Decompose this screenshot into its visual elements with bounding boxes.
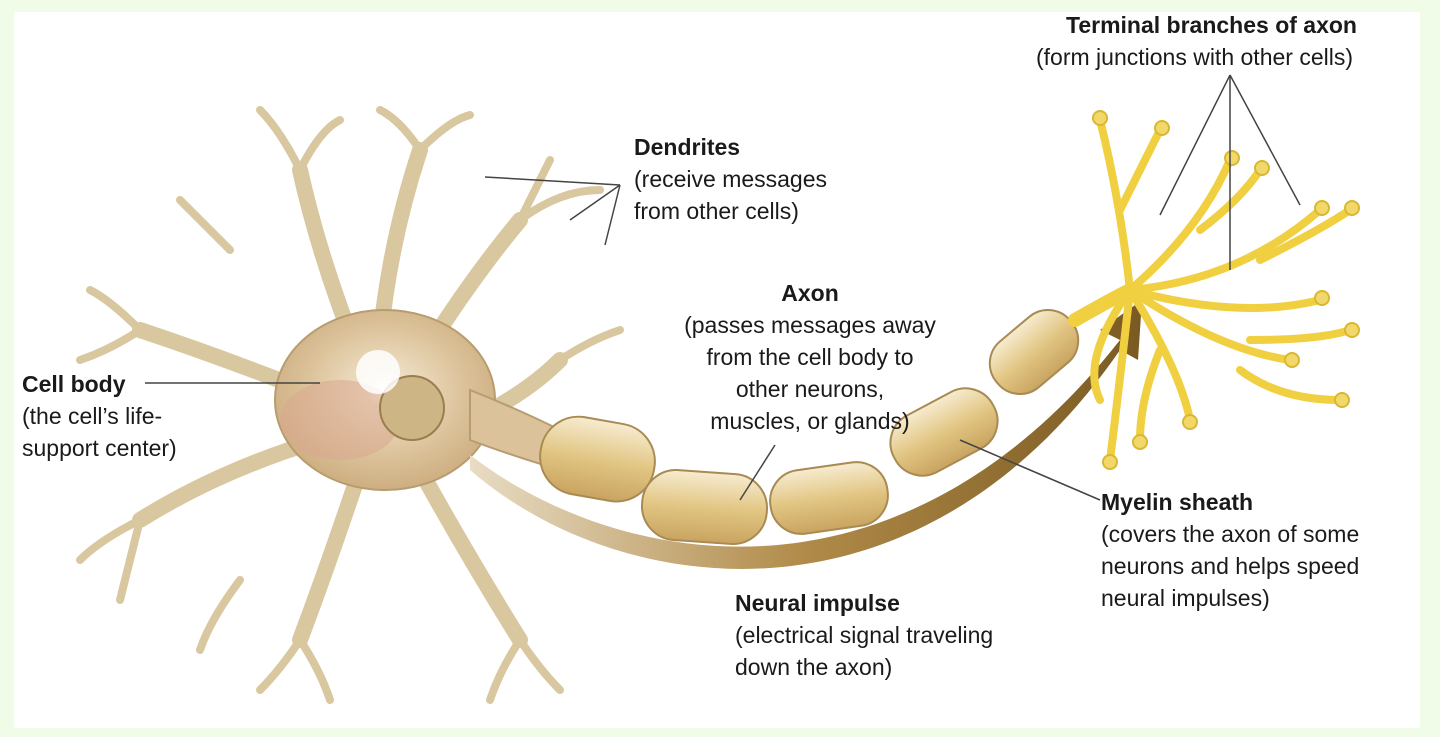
terminal-branches-desc: (form junctions with other cells) [1036,44,1353,70]
neural-impulse-label: Neural impulse (electrical signal travel… [735,587,993,683]
axon-desc-line3: other neurons, [735,376,885,402]
axon-title: Axon [781,280,839,306]
neural-impulse-title: Neural impulse [735,590,900,616]
dendrites-desc-line2: from other cells) [634,198,799,224]
terminal-branches-title: Terminal branches of axon [1066,12,1357,38]
cell-body-drawing [274,309,496,491]
leader-lines [145,74,1301,501]
dendrites-title: Dendrites [634,134,741,160]
axon-desc-line2: from the cell body to [706,344,914,370]
myelin-sheath-desc-line1: (covers the axon of some [1101,521,1360,547]
myelin-sheath-desc-line3: neural impulses) [1101,585,1270,611]
cell-body-desc-line2: support center) [22,435,177,461]
axon-label: Axon (passes messages away from the cell… [630,277,990,437]
myelin-sheath-title: Myelin sheath [1101,489,1254,515]
cell-body-title: Cell body [22,371,126,397]
dendrites-label: Dendrites (receive messages from other c… [634,131,827,227]
terminal-branches-desc-wrap: (form junctions with other cells) [1036,41,1353,73]
cell-body-label: Cell body (the cell’s life- support cent… [22,368,177,464]
neural-impulse-desc-line1: (electrical signal traveling [735,622,994,648]
myelin-sheath-label: Myelin sheath (covers the axon of some n… [1101,486,1359,614]
axon-desc-line4: muscles, or glands) [710,408,910,434]
neural-impulse-desc-line2: down the axon) [735,654,893,680]
dendrites-desc-line1: (receive messages [634,166,828,192]
cell-body-desc-line1: (the cell’s life- [22,403,163,429]
myelin-sheath-desc-line2: neurons and helps speed [1101,553,1360,579]
terminal-branches-drawing [1068,110,1360,470]
axon-desc-line1: (passes messages away [684,312,936,338]
terminal-branches-label: Terminal branches of axon [1066,9,1357,41]
myelin-sheath-drawing [539,309,1080,546]
